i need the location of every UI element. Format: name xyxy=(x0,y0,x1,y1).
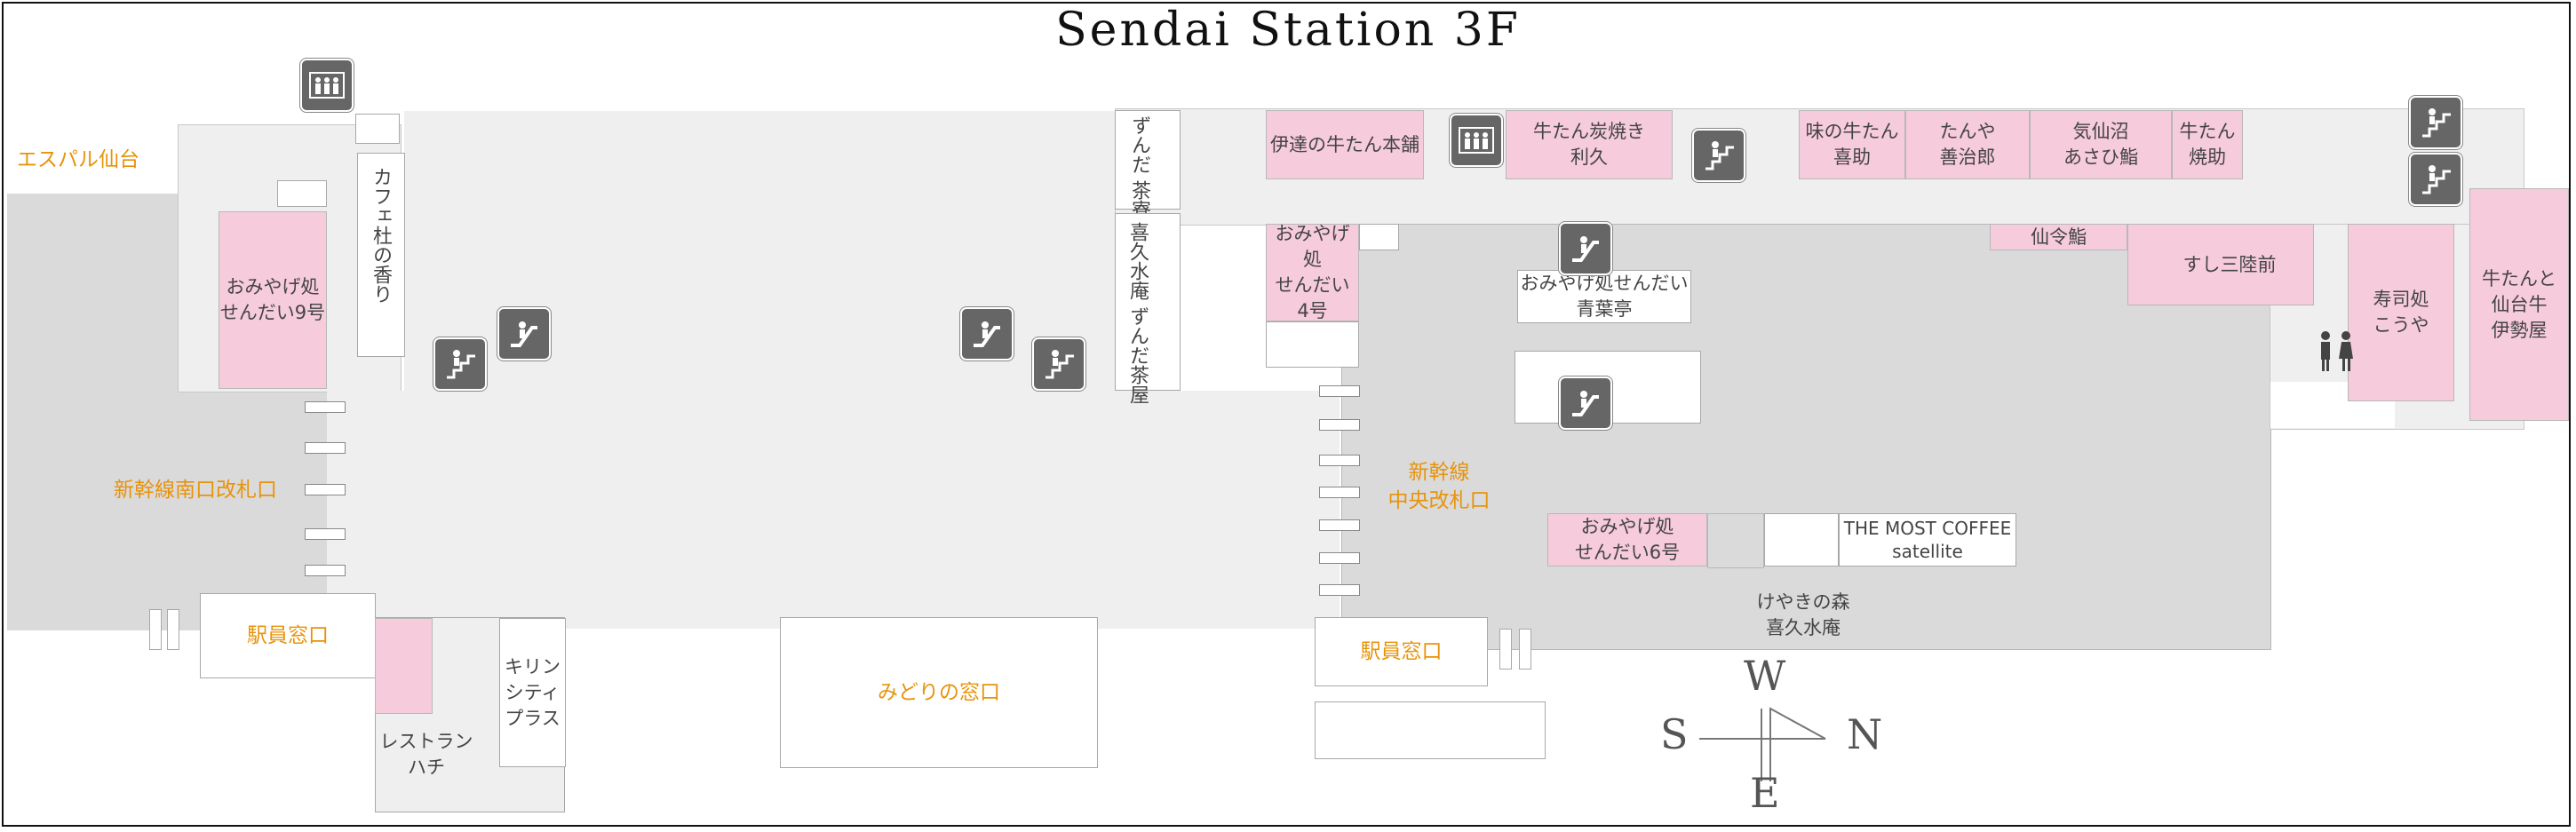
station-office-right: 駅員窓口 xyxy=(1315,617,1488,686)
gate-post xyxy=(149,609,162,650)
compass-west: W xyxy=(1744,652,1786,700)
escalator-icon xyxy=(960,307,1014,361)
shop-gyutan-rikyu: 牛たん炭焼き 利久 xyxy=(1506,110,1673,179)
shop-senreisushi: 仙令鮨 xyxy=(1990,224,2127,250)
shop-aobatei: おみやげ処せんだい 青葉亭 xyxy=(1517,270,1691,323)
stairs-icon xyxy=(2409,153,2462,206)
shop-date-gyutan: 伊達の牛たん本舗 xyxy=(1266,110,1424,179)
espal-label: エスパル仙台 xyxy=(17,148,139,171)
shop-gyutan-yakisuke: 牛たん 焼助 xyxy=(2172,110,2243,179)
gate-bar xyxy=(305,442,346,454)
gate-bar xyxy=(305,401,346,413)
escalator-icon xyxy=(497,307,551,361)
elevator-icon xyxy=(1450,114,1503,167)
gate-post xyxy=(1499,629,1512,670)
map-title: Sendai Station 3F xyxy=(1055,4,1521,57)
shop-most-coffee-back xyxy=(1764,513,1839,567)
lower-east-block xyxy=(1315,701,1546,759)
main-concourse xyxy=(327,391,1340,629)
store-room xyxy=(1707,513,1764,568)
gate-bar xyxy=(305,528,346,540)
shop-kikusui xyxy=(1115,213,1181,391)
shop-omiyage-4: おみやげ処 せんだい 4号 xyxy=(1266,223,1359,321)
gate-bar xyxy=(1319,519,1360,531)
gate-bar xyxy=(305,484,346,495)
gate-bar xyxy=(1319,552,1360,564)
shop-omiyage-4-annex xyxy=(1266,321,1359,368)
small-booth xyxy=(277,180,327,207)
compass-rose: N S W E xyxy=(1648,652,1883,826)
small-booth xyxy=(1359,224,1399,250)
shop-aji-kisuke: 味の牛たん 喜助 xyxy=(1799,110,1905,179)
shop-sushidokoro: 寿司処 こうや xyxy=(2348,224,2454,401)
shop-restaurant-hachi-label: レストラン ハチ xyxy=(379,731,473,778)
stairs-icon xyxy=(1032,337,1085,391)
shop-most-coffee: THE MOST COFFEE satellite xyxy=(1839,513,2016,567)
shop-keyaki: けやきの森 喜久水庵 xyxy=(1756,591,1850,638)
shop-restaurant-hachi xyxy=(375,618,433,714)
shop-omiyage-6: おみやげ処 せんだい6号 xyxy=(1547,513,1707,567)
elevator-icon xyxy=(300,59,354,112)
stairs-icon xyxy=(433,337,487,391)
compass-south: S xyxy=(1660,710,1689,758)
gate-post xyxy=(167,609,179,650)
shop-iseya: 牛たんと 仙台牛 伊勢屋 xyxy=(2469,188,2569,421)
shop-kirin: キリン シティ プラス xyxy=(499,618,566,767)
shop-tanya: たんや 善治郎 xyxy=(1905,110,2030,179)
south-gate-label: 新幹線南口改札口 xyxy=(114,479,277,502)
station-office-left: 駅員窓口 xyxy=(200,593,376,678)
central-gate-area xyxy=(1341,224,2271,650)
gate-bar xyxy=(1319,455,1360,466)
stairs-icon xyxy=(1692,129,1745,182)
compass-east: E xyxy=(1750,769,1780,817)
shop-kesennuma: 気仙沼 あさひ鮨 xyxy=(2030,110,2172,179)
shop-sushi-sanriku: すし三陸前 xyxy=(2127,224,2314,305)
gate-bar xyxy=(305,565,346,576)
shop-kikusui-label: 喜久水庵 ずんだ茶屋 xyxy=(1126,222,1149,404)
gate-bar xyxy=(1319,419,1360,431)
escalator-icon xyxy=(1559,222,1612,275)
midori-window: みどりの窓口 xyxy=(780,617,1098,768)
stairs-icon xyxy=(2409,96,2462,149)
gate-bar xyxy=(1319,385,1360,397)
shop-omiyage-9: おみやげ処 せんだい9号 xyxy=(219,211,327,389)
gate-post xyxy=(1519,629,1531,670)
shop-cafe-label: カフェ杜の香り xyxy=(370,167,392,304)
restroom-icon xyxy=(2314,330,2358,373)
shop-zunda-saryo xyxy=(1115,110,1181,210)
compass-north: N xyxy=(1847,710,1883,758)
gate-bar xyxy=(1319,487,1360,498)
shop-cafe xyxy=(357,153,405,357)
small-booth xyxy=(355,114,400,144)
central-gate-label: 新幹線 中央改札口 xyxy=(1387,461,1491,512)
gate-bar xyxy=(1319,584,1360,596)
escalator-icon xyxy=(1559,376,1612,430)
shop-zunda-saryo-label: ずんだ 茶寮 xyxy=(1128,115,1150,219)
